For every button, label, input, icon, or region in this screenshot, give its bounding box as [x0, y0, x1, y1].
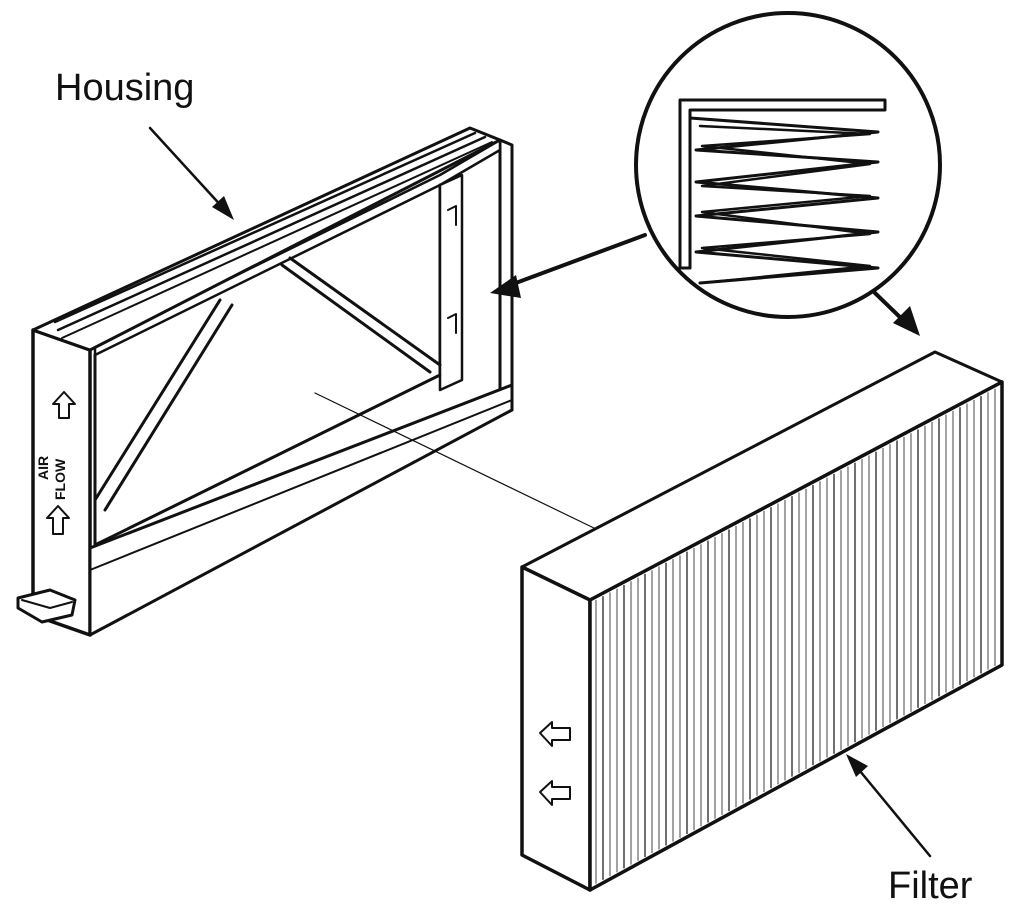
alignment-line	[314, 392, 599, 531]
filter-arrow-icon	[539, 721, 571, 747]
filter-pleats	[595, 388, 996, 884]
housing-frame	[16, 126, 514, 637]
housing-label: Housing	[55, 67, 194, 109]
air-flow-label-top: AIR	[35, 456, 51, 480]
air-flow-label-bottom: FLOW	[52, 458, 68, 500]
filter-block	[520, 350, 1004, 892]
housing-callout	[148, 126, 234, 220]
air-flow-arrow-icon	[46, 505, 70, 535]
air-flow-arrow-icon	[52, 391, 76, 419]
detail-arrows	[490, 233, 920, 336]
filter-callout	[846, 754, 932, 858]
filter-arrow-icon	[539, 780, 571, 806]
filter-label: Filter	[888, 865, 973, 907]
air-flow-marking: AIR FLOW	[35, 391, 76, 535]
pleat-detail-magnifier	[634, 11, 942, 319]
